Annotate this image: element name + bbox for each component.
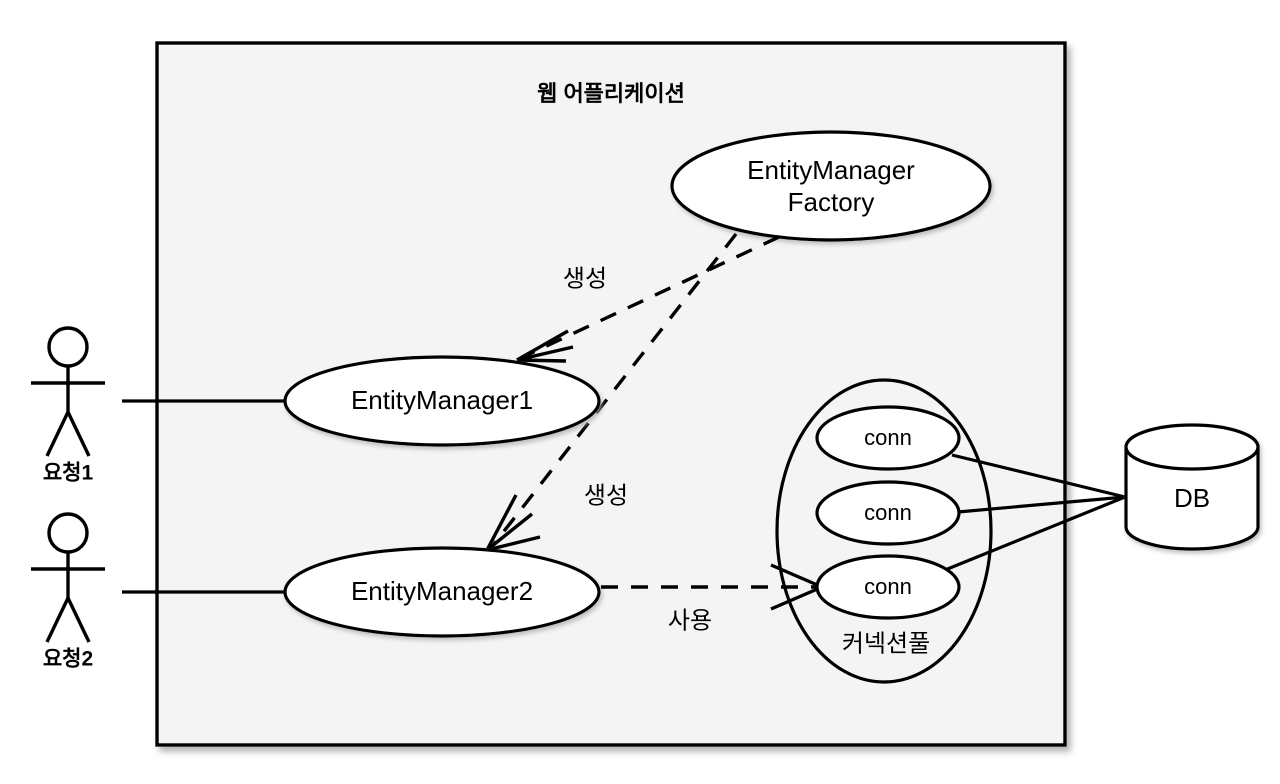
- node-conn-2: conn: [815, 480, 961, 546]
- node-entity-manager-1: EntityManager1: [283, 355, 601, 447]
- node-conn-1: conn: [815, 405, 961, 471]
- edge-create-em2-label: 생성: [584, 482, 628, 509]
- node-conn-3: conn: [815, 554, 961, 620]
- actor-1-head-icon: [47, 326, 89, 368]
- edge-create-em1-arrowhead-lower: [516, 358, 567, 363]
- em1-label: EntityManager1: [351, 385, 533, 415]
- conn1-ellipse: [815, 405, 961, 471]
- edge-conn3-to-db: [944, 495, 1126, 572]
- edge-create-em1: 생성: [516, 235, 780, 363]
- factory-label-line1: EntityManager: [747, 155, 915, 185]
- edge-create-em2-arrowhead-lower: [486, 535, 541, 552]
- actor-2-leg-right: [66, 597, 91, 643]
- node-entity-manager-factory: EntityManager Factory: [670, 130, 992, 242]
- actor-1-leg-right: [66, 411, 91, 457]
- edge-use-label: 사용: [668, 607, 712, 634]
- conn2-label: conn: [864, 500, 912, 525]
- em2-label: EntityManager2: [351, 576, 533, 606]
- em1-ellipse: [283, 355, 601, 447]
- node-entity-manager-2: EntityManager2: [283, 546, 601, 638]
- edge-create-em2-arrowhead-mid: [485, 512, 534, 552]
- actor-2-caption: 요청2: [43, 648, 93, 671]
- edge-create-em2-arrowhead-upper: [485, 494, 518, 551]
- edge-create-em2: 생성: [485, 232, 738, 552]
- factory-ellipse: [670, 130, 992, 242]
- node-connection-pool: conn conn conn 커넥션풀: [775, 378, 993, 684]
- db-cylinder-top: [1124, 423, 1260, 471]
- db-label: DB: [1174, 483, 1210, 513]
- conn2-ellipse: [815, 480, 961, 546]
- em2-ellipse: [283, 546, 601, 638]
- actor-1-caption: 요청1: [43, 462, 94, 485]
- edge-create-em1-label: 생성: [563, 265, 607, 292]
- conn1-label: conn: [864, 425, 912, 450]
- connection-pool-label: 커넥션풀: [842, 630, 930, 657]
- conn3-label: conn: [864, 574, 912, 599]
- edge-create-em1-arrowhead-mid: [516, 345, 574, 362]
- container-title: 웹 어플리케이션: [537, 81, 685, 106]
- edge-use-arrowhead-lower: [770, 585, 823, 611]
- conn3-ellipse: [815, 554, 961, 620]
- db-cylinder-body: [1124, 445, 1260, 551]
- actor-2-leg-left: [45, 597, 70, 643]
- actor-request-1: 요청1: [31, 326, 105, 485]
- node-database: DB: [1124, 423, 1260, 551]
- actor-2-head-icon: [47, 512, 89, 554]
- actor-request-2: 요청2: [31, 512, 105, 671]
- edge-create-em2-line: [492, 232, 738, 546]
- edge-conn2-to-db: [957, 495, 1126, 514]
- connection-pool-ellipse: [775, 378, 993, 684]
- factory-label-line2: Factory: [788, 187, 875, 217]
- edge-create-em1-arrowhead-upper: [516, 329, 569, 362]
- actor-1-leg-left: [45, 411, 70, 457]
